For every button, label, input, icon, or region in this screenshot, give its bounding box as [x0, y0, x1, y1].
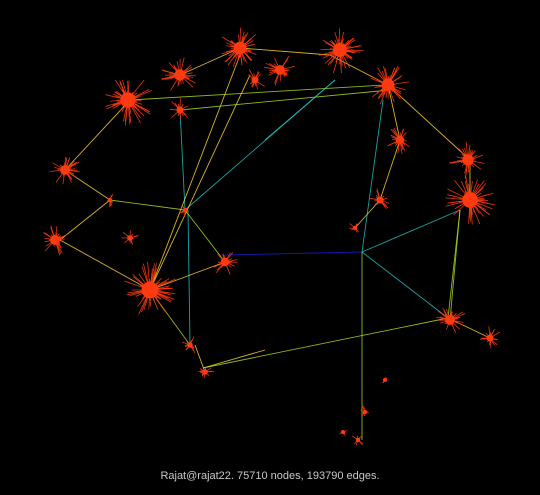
- node-cluster-4: [319, 28, 364, 74]
- node-cluster-11: [124, 261, 176, 315]
- edge-16: [59, 239, 151, 291]
- edge-21: [239, 47, 331, 56]
- edge-13: [64, 99, 131, 171]
- clusters-layer: [43, 27, 501, 446]
- node-cluster-15: [198, 367, 215, 379]
- node-cluster-3: [264, 55, 295, 86]
- node-cluster-6: [387, 127, 410, 154]
- edge-9: [202, 317, 449, 369]
- node-cluster-8: [445, 175, 495, 225]
- node-cluster-26: [121, 230, 139, 245]
- node-cluster-5: [370, 65, 410, 104]
- edge-18: [149, 74, 251, 291]
- edge-20: [184, 209, 226, 263]
- node-cluster-24: [169, 98, 189, 119]
- edge-3: [361, 99, 384, 253]
- edge-35: [449, 209, 461, 321]
- node-cluster-1: [161, 57, 196, 91]
- edge-34: [264, 79, 336, 141]
- edge-28: [379, 139, 401, 201]
- node-cluster-9: [49, 156, 80, 185]
- graph-caption: Rajat@rajat22. 75710 nodes, 193790 edges…: [160, 470, 380, 482]
- edge-29: [354, 199, 381, 229]
- node-cluster-17: [348, 223, 360, 233]
- node-cluster-18: [436, 306, 466, 334]
- node-cluster-2: [221, 27, 257, 68]
- edge-12: [129, 84, 386, 101]
- node-cluster-25: [107, 193, 114, 207]
- node-cluster-20: [382, 377, 388, 384]
- node-cluster-22: [352, 434, 364, 446]
- node-cluster-23: [339, 429, 347, 437]
- edge-27: [387, 84, 401, 141]
- edge-1: [361, 209, 461, 253]
- node-cluster-0: [104, 79, 153, 126]
- edge-33: [194, 344, 206, 373]
- node-cluster-16: [369, 188, 390, 210]
- edge-5: [179, 109, 186, 211]
- node-cluster-7: [449, 141, 485, 179]
- edge-2: [361, 251, 449, 319]
- node-cluster-14: [182, 336, 196, 354]
- node-cluster-19: [480, 326, 501, 349]
- edge-30: [179, 47, 241, 76]
- edge-17: [149, 54, 241, 291]
- node-cluster-27: [248, 69, 265, 90]
- edge-32: [202, 349, 266, 369]
- node-cluster-21: [360, 405, 369, 417]
- edge-31: [179, 89, 391, 111]
- edge-15: [59, 199, 111, 241]
- node-cluster-12: [213, 252, 238, 275]
- node-cluster-10: [43, 225, 68, 256]
- edge-11: [187, 209, 191, 346]
- edge-6: [109, 199, 186, 211]
- edge-26: [447, 317, 491, 339]
- edge-0: [224, 251, 363, 256]
- edge-19: [149, 261, 226, 291]
- node-cluster-13: [179, 205, 189, 217]
